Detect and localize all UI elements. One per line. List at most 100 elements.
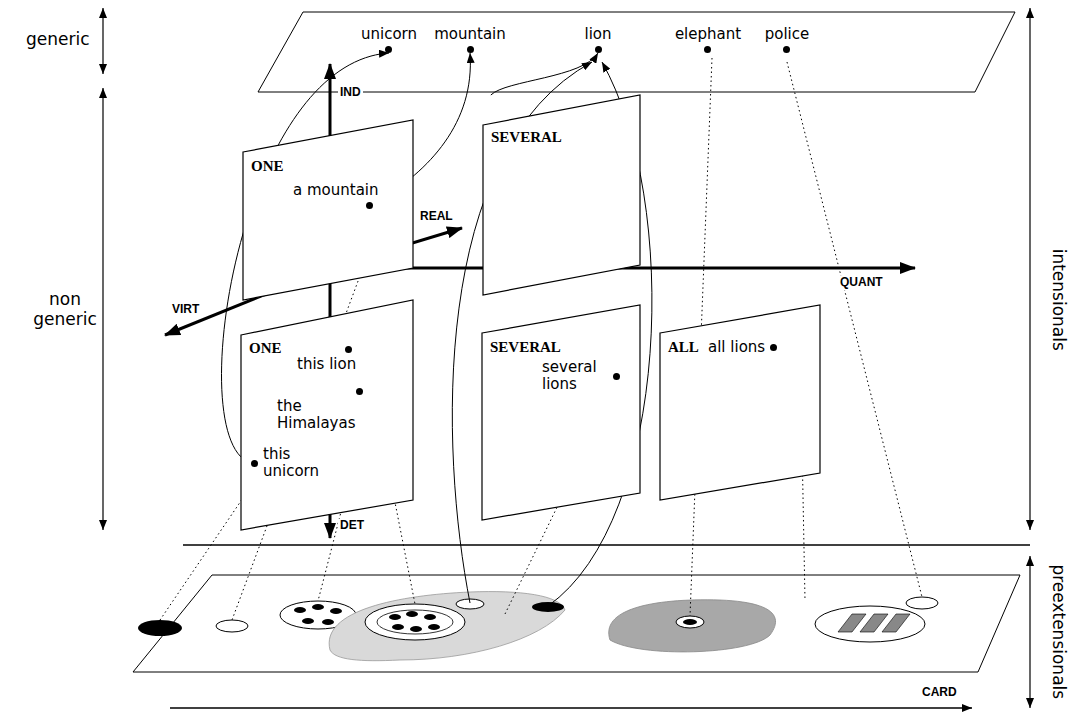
point-dot xyxy=(613,373,620,380)
path-shape xyxy=(329,592,565,661)
path-shape xyxy=(609,600,776,652)
ellipse-shape xyxy=(424,614,436,620)
point-label: unicorn xyxy=(361,26,417,43)
plane-shape xyxy=(243,120,413,300)
point-dot xyxy=(345,346,352,353)
ellipse-shape xyxy=(392,624,404,630)
point-label: this unicorn xyxy=(263,446,335,480)
point-dot xyxy=(385,46,392,53)
generic-plane xyxy=(258,12,1015,92)
quantifier-plane: ALL all lions xyxy=(660,305,820,500)
ellipse-shape xyxy=(294,607,306,613)
instance-point: a mountain xyxy=(293,182,379,209)
extension-blobs xyxy=(138,592,938,661)
ellipse-shape xyxy=(406,611,418,617)
point-dot xyxy=(770,344,777,351)
ellipse-shape xyxy=(676,616,704,628)
connector xyxy=(491,53,598,95)
ellipse-shape xyxy=(683,619,697,625)
ellipse-shape xyxy=(377,610,453,634)
dotted-leaders xyxy=(160,58,922,620)
point-label: the Himalayas xyxy=(277,398,367,432)
ellipse-shape xyxy=(410,626,422,632)
range-label: non generic xyxy=(30,290,100,329)
line-shape xyxy=(1029,556,1030,708)
range-arrows xyxy=(103,8,1030,708)
point-label: elephant xyxy=(675,26,741,43)
generic-point: lion xyxy=(584,26,611,53)
plane-title: SEVERAL xyxy=(491,129,562,146)
point-label: several lions xyxy=(542,359,608,393)
ellipse-shape xyxy=(906,597,938,609)
plane-outline xyxy=(482,305,640,520)
ellipse-shape xyxy=(312,604,324,610)
point-label: mountain xyxy=(434,26,506,43)
ellipse-shape xyxy=(302,618,314,624)
plane-shape xyxy=(483,95,640,295)
point-dot xyxy=(467,46,474,53)
plane-outline xyxy=(660,305,820,500)
ellipse-shape xyxy=(330,608,342,614)
axis-label: REAL xyxy=(418,210,455,224)
polygon-shape xyxy=(882,614,910,632)
plane-outline xyxy=(243,120,413,300)
point-label: this lion xyxy=(297,356,356,373)
point-dot xyxy=(783,46,790,53)
quantifier-plane: SEVERAL several lions xyxy=(482,305,640,520)
axis-label: CARD xyxy=(920,686,959,700)
ellipse-shape xyxy=(532,602,564,612)
instance-point: several lions xyxy=(542,359,620,393)
plane-title: SEVERAL xyxy=(490,339,561,356)
card-axis xyxy=(170,707,972,709)
point-dot xyxy=(704,46,711,53)
line-shape xyxy=(1029,8,1030,530)
separator-line xyxy=(183,544,1030,546)
ellipse-shape xyxy=(216,620,248,632)
point-dot xyxy=(366,202,373,209)
point-dot xyxy=(251,460,258,467)
generic-point: mountain xyxy=(434,26,506,53)
plane-shape xyxy=(660,305,820,500)
point-dot xyxy=(595,46,602,53)
range-label: generic xyxy=(24,30,92,50)
plane-outline xyxy=(483,95,640,295)
ellipse-shape xyxy=(322,619,334,625)
quantifier-plane: ONE a mountain xyxy=(243,120,413,300)
instance-point: the Himalayas xyxy=(277,388,367,432)
instance-point: this lion xyxy=(297,346,356,373)
range-label: preextensionals xyxy=(1048,563,1068,702)
point-label: lion xyxy=(584,26,611,43)
quantifier-plane: ONE this lion the Himalayas this unicorn xyxy=(241,300,413,530)
generic-point: unicorn xyxy=(361,26,417,53)
plane-title: ONE xyxy=(249,340,282,357)
quantifier-plane: SEVERAL xyxy=(483,95,640,295)
axis-label: IND xyxy=(338,86,363,100)
plane-title: ONE xyxy=(251,158,284,175)
plane-shape xyxy=(482,305,640,520)
lion-leaders xyxy=(452,62,652,606)
instance-point: this unicorn xyxy=(251,446,335,480)
ellipse-shape xyxy=(365,604,465,640)
line-shape xyxy=(102,88,103,530)
point-label: a mountain xyxy=(293,182,379,199)
ellipse-shape xyxy=(815,606,925,642)
axis-label: VIRT xyxy=(170,303,201,317)
point-label: police xyxy=(765,26,810,43)
axis-label: QUANT xyxy=(838,276,885,290)
point-dot xyxy=(356,388,363,395)
axes xyxy=(165,64,915,538)
plane-title: ALL xyxy=(668,339,699,356)
preextensional-plane xyxy=(133,575,1020,672)
range-label: intensionals xyxy=(1048,247,1068,353)
point-label: all lions xyxy=(708,339,765,356)
ellipse-shape xyxy=(428,624,440,630)
plane-shape xyxy=(241,300,413,530)
generic-point: police xyxy=(765,26,810,53)
instance-point: all lions xyxy=(708,339,777,356)
axis-label: DET xyxy=(338,519,366,533)
ellipse-shape xyxy=(389,614,401,620)
line-shape xyxy=(102,8,103,74)
generic-point: elephant xyxy=(675,26,741,53)
ellipse-shape xyxy=(138,620,182,636)
